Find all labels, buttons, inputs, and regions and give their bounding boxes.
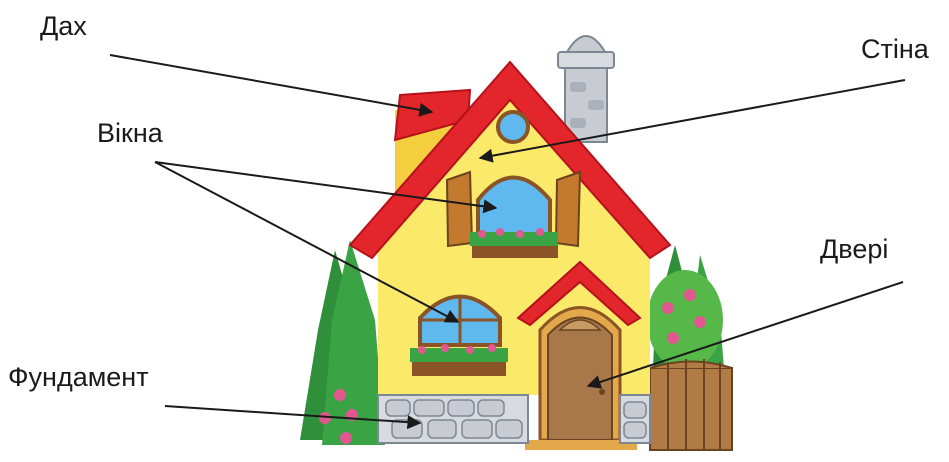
label-door: Двері — [820, 236, 888, 263]
flower — [340, 432, 352, 444]
flower — [684, 289, 696, 301]
label-foundation: Фундамент — [8, 364, 149, 391]
flower — [662, 302, 674, 314]
arrow-roof — [110, 55, 432, 112]
flower — [694, 316, 706, 328]
label-wall: Стіна — [861, 36, 929, 63]
label-roof: Дах — [40, 13, 87, 40]
left-trees — [300, 240, 385, 445]
flower — [334, 389, 346, 401]
round-window — [498, 112, 528, 142]
label-windows: Вікна — [97, 120, 163, 147]
flower — [667, 332, 679, 344]
flower — [319, 412, 331, 424]
fence — [650, 359, 732, 450]
